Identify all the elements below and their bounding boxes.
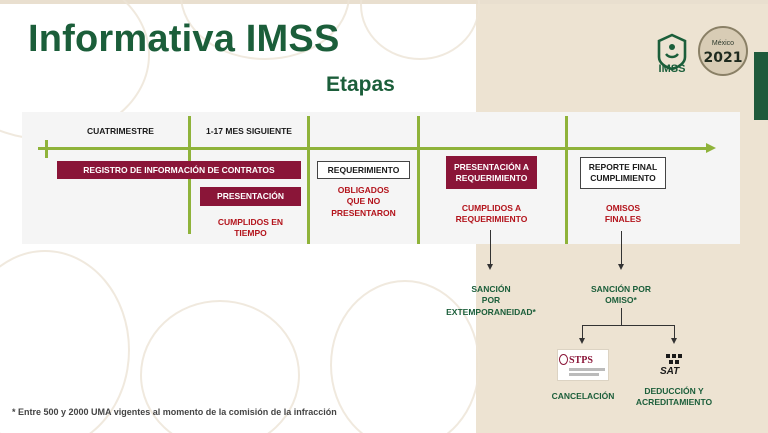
text-line: POR: [481, 295, 501, 306]
presentacion-requerimiento-box: PRESENTACIÓN A REQUERIMIENTO: [446, 156, 537, 189]
connector-line: [621, 231, 622, 265]
watermark-swirl: [330, 280, 480, 433]
text-line: SANCIÓN: [471, 284, 511, 294]
text-line: FINALES: [604, 214, 642, 225]
obligados-text: OBLIGADOS QUE NO PRESENTARON: [317, 185, 410, 219]
connector-line: [490, 230, 491, 265]
connector-line: [582, 325, 675, 326]
connector-line: [674, 325, 675, 339]
text-line: CUMPLIDOS A: [461, 203, 522, 213]
text-line: CUMPLIDOS EN: [217, 217, 284, 227]
text-line: REQUERIMIENTO: [455, 214, 528, 225]
registro-contratos-box: REGISTRO DE INFORMACIÓN DE CONTRATOS: [57, 161, 301, 179]
sancion-extemporaneidad-text: SANCIÓN POR EXTEMPORANEIDAD*: [445, 284, 537, 318]
text-line: DEDUCCIÓN Y: [644, 386, 704, 396]
text-line: EXTEMPORANEIDAD*: [446, 306, 536, 317]
watermark-swirl: [360, 0, 480, 60]
text-line: QUE NO: [346, 196, 381, 207]
arrow-down-icon: [579, 338, 585, 344]
watermark-swirl: [140, 300, 300, 433]
mexico-2021-logo-year: 2021: [703, 50, 743, 66]
period-label-mes-siguiente: 1-17 MES SIGUIENTE: [206, 126, 292, 136]
text-line: OMISOS: [605, 203, 640, 213]
mexico-2021-logo-small-text: México: [711, 40, 735, 47]
timeline-arrow-icon: [706, 143, 716, 153]
timeline-divider: [565, 116, 568, 244]
arrow-down-icon: [487, 264, 493, 270]
mexico-2021-logo-icon: [698, 26, 748, 76]
text-line: PRESENTACIÓN A: [453, 161, 530, 172]
presentacion-label: PRESENTACIÓN: [217, 191, 284, 202]
text-line: ACREDITAMIENTO: [635, 397, 713, 408]
text-line: OMISO*: [605, 295, 637, 306]
text-line: PRESENTARON: [331, 207, 396, 218]
text-line: REPORTE FINAL: [588, 162, 658, 173]
stps-logo-line: [569, 368, 605, 371]
edge-green-bar: [754, 52, 768, 120]
imss-logo-icon: [657, 33, 687, 71]
timeline-divider: [307, 116, 310, 244]
requerimiento-label: REQUERIMIENTO: [327, 164, 400, 175]
text-line: SANCIÓN POR: [591, 284, 651, 294]
footnote: * Entre 500 y 2000 UMA vigentes al momen…: [12, 407, 337, 417]
cancelacion-text: CANCELACIÓN: [551, 391, 615, 401]
presentacion-box: PRESENTACIÓN: [200, 187, 301, 206]
text-line: CUMPLIMIENTO: [590, 173, 656, 183]
registro-contratos-label: REGISTRO DE INFORMACIÓN DE CONTRATOS: [83, 164, 275, 175]
stps-logo-line: [569, 373, 599, 376]
text-line: REQUERIMIENTO: [455, 172, 528, 183]
page-title: Informativa IMSS: [28, 18, 340, 60]
cumplidos-en-tiempo-text: CUMPLIDOS EN TIEMPO: [200, 217, 301, 240]
cumplidos-requerimiento-text: CUMPLIDOS A REQUERIMIENTO: [436, 203, 547, 226]
timeline-axis: [38, 147, 708, 150]
omisos-finales-text: OMISOS FINALES: [580, 203, 666, 226]
requerimiento-box: REQUERIMIENTO: [317, 161, 410, 179]
arrow-down-icon: [671, 338, 677, 344]
text-line: TIEMPO: [234, 228, 267, 239]
sat-logo-text: SAT: [660, 366, 680, 377]
watermark-swirl: [0, 250, 130, 433]
reporte-final-box: REPORTE FINAL CUMPLIMIENTO: [580, 157, 666, 189]
sat-emblem-icon: [666, 354, 682, 364]
sancion-omiso-text: SANCIÓN POR OMISO*: [576, 284, 666, 307]
text-line: OBLIGADOS: [337, 185, 390, 195]
period-label-cuatrimestre: CUATRIMESTRE: [87, 126, 154, 136]
arrow-down-icon: [618, 264, 624, 270]
stps-emblem-icon: [559, 354, 568, 365]
stps-logo-text: STPS: [569, 355, 593, 366]
timeline-divider: [417, 116, 420, 244]
timeline-tick: [45, 140, 48, 158]
connector-line: [582, 325, 583, 339]
connector-line: [621, 308, 622, 325]
imss-logo-text: IMSS: [658, 63, 686, 75]
deduccion-text: DEDUCCIÓN Y ACREDITAMIENTO: [624, 386, 724, 409]
section-subtitle: Etapas: [326, 73, 395, 96]
